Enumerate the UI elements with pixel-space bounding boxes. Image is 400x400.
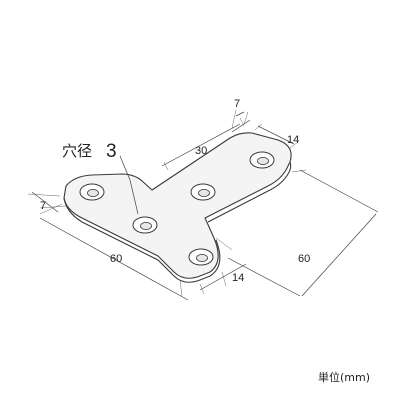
dim-right-length: 60: [298, 253, 310, 265]
hole-center-inner: [198, 188, 210, 197]
plate-thickness-edge-right: [207, 161, 292, 223]
dim-bottom-width: 14: [232, 272, 244, 284]
dimension-lines: [27, 109, 379, 301]
hole-top-right: [249, 151, 275, 169]
hole-top-right-inner: [257, 156, 269, 165]
hole-note-value: 3: [106, 141, 117, 162]
unit-label: 単位(mm): [318, 370, 370, 384]
plate-outline: [63, 132, 292, 279]
bracket-plate: [63, 132, 292, 283]
hole-left: [79, 183, 105, 201]
hole-center-left: [132, 216, 158, 234]
hole-center-left-inner: [140, 221, 152, 230]
dim-top-hole-offset: 7: [234, 98, 240, 110]
dim-top-hole-spacing: 30: [195, 145, 207, 157]
plate-thickness-edge: [63, 197, 221, 283]
dim-left-hole-offset: 7: [40, 200, 46, 212]
dim-top-width: 14: [287, 134, 299, 146]
hole-note-prefix: 穴径: [62, 142, 92, 160]
hole-bottom-inner: [196, 253, 208, 262]
dim-bottom-length: 60: [110, 253, 122, 265]
dimension-labels: 7 30 14 7 60 14 60: [40, 98, 310, 284]
hole-bottom: [188, 248, 214, 266]
hole-center: [190, 183, 216, 201]
hole-diameter-note: 穴径 3: [62, 141, 117, 162]
mounting-holes: [79, 151, 275, 266]
hole-left-inner: [87, 188, 99, 197]
